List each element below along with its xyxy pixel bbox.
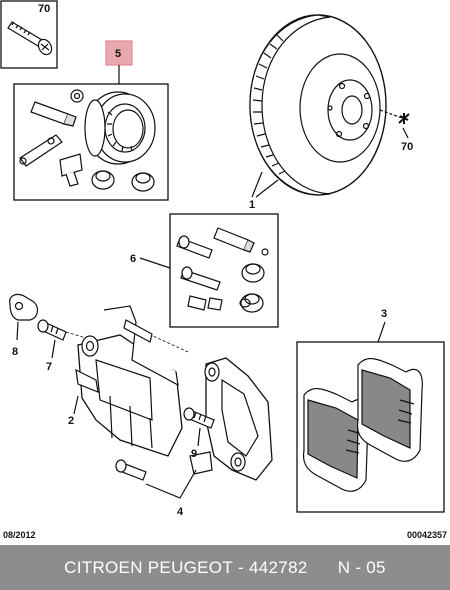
dust-boots-icon [91, 170, 155, 192]
label-bracket-8: 8 [12, 346, 18, 358]
footer-date: 08/2012 [3, 530, 36, 540]
brake-pad-rear-icon [356, 358, 423, 462]
bracket-8-icon [9, 293, 39, 321]
label-carrier-4: 4 [177, 506, 184, 518]
bolt-7-icon [37, 319, 67, 341]
nut-icon [70, 89, 84, 103]
caliper-icon [75, 305, 183, 457]
seal-ring-icon [84, 99, 106, 157]
part-number: 442782 [249, 557, 308, 577]
gap [308, 558, 338, 578]
carrier-bracket-icon [189, 357, 273, 481]
grease-tube-icon [30, 101, 69, 125]
label-clip-70: 70 [401, 141, 413, 153]
carrier-bolt-icon [115, 459, 147, 481]
bolt-70-icon [7, 21, 53, 56]
brake-disc-icon [249, 14, 387, 196]
clip-70-icon [398, 113, 410, 124]
brake-pad-front-icon [302, 388, 369, 492]
pads-box-3 [296, 341, 445, 513]
brand-text: CITROEN PEUGEOT [64, 557, 234, 577]
pin-bolts-icon [59, 153, 83, 187]
kit-box-6 [169, 213, 279, 328]
exploded-parts-diagram: 70 5 [0, 0, 445, 518]
label-bolt-70-top: 70 [38, 3, 50, 15]
boots-6-icon [239, 263, 265, 313]
label-bolt-9: 9 [191, 448, 197, 460]
kit-box-5 [13, 83, 169, 201]
label-kit-5: 5 [115, 48, 121, 60]
guide-pins-6-icon [176, 235, 223, 311]
label-pads-3: 3 [381, 308, 387, 320]
separator-text: - [233, 557, 250, 577]
bolt-9-icon [183, 407, 215, 429]
label-caliper-2: 2 [68, 415, 74, 427]
label-bolt-7: 7 [46, 361, 52, 373]
label-kit-6: 6 [130, 253, 136, 265]
bolt-box-70: 70 [0, 0, 58, 69]
label-disc-1: 1 [249, 199, 255, 211]
part-info-bar: CITROEN PEUGEOT - 442782 N - 05 [0, 545, 450, 590]
footer-ref-number: 00042357 [406, 530, 447, 540]
grease-tube-6-icon [213, 227, 249, 251]
page-code: N - 05 [337, 557, 386, 577]
